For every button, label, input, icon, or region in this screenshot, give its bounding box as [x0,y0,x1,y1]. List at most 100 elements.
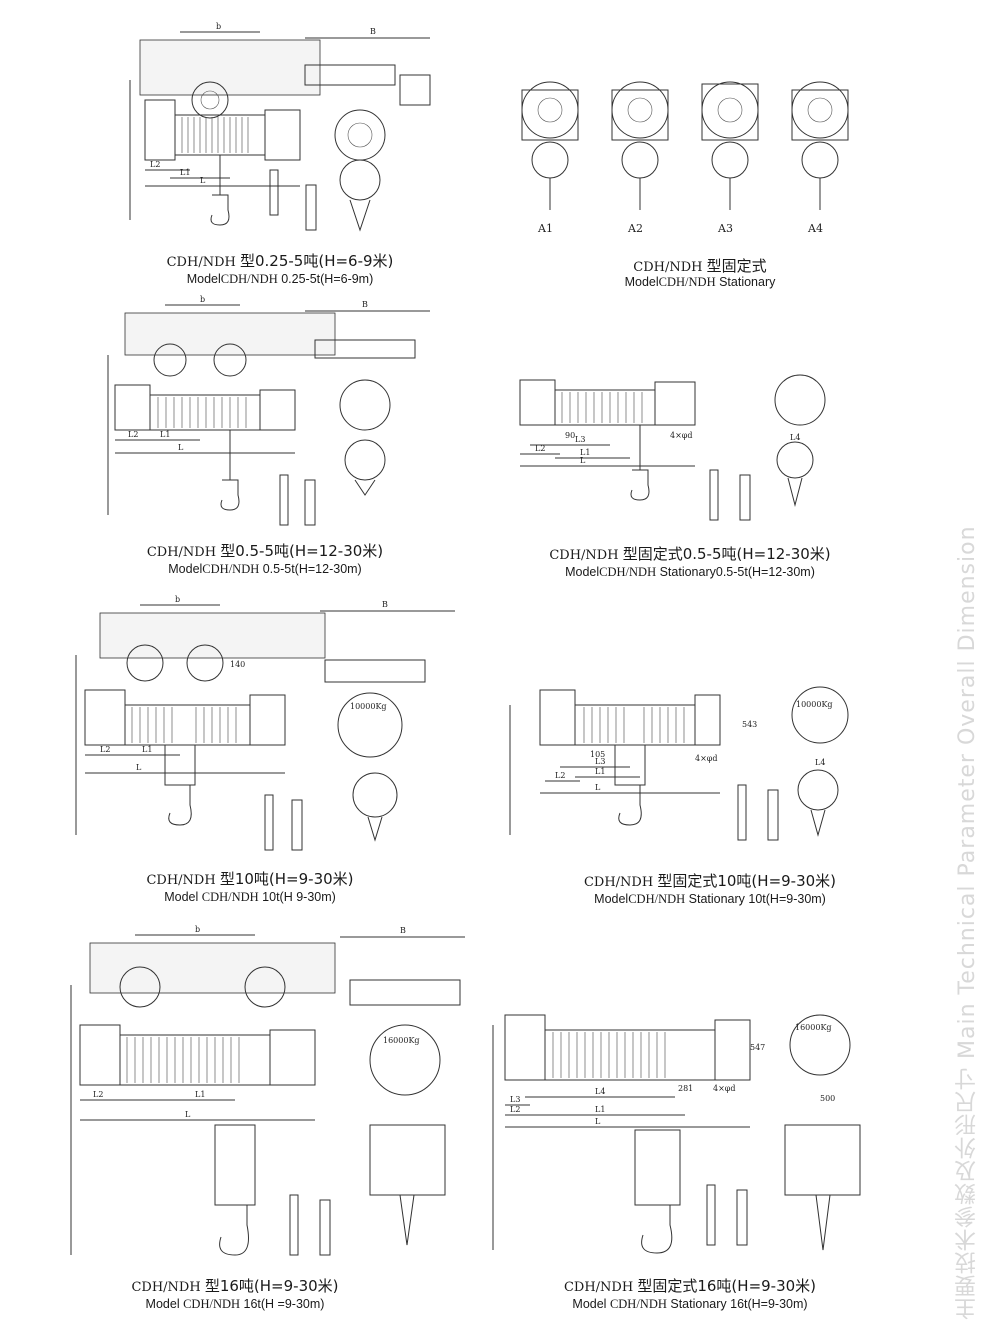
caption-zh: 型0.5-5吨(H=12-30米) [220,542,384,560]
subcaption-model: CDH/NDH [658,275,716,289]
trolley-wheel [153,343,187,377]
trolley-wheel [244,966,286,1008]
dim-l-label: L [595,1117,601,1126]
subcaption-cdh-stationary: ModelCDH/NDH Stationary [510,275,890,290]
caption-cdh-stationary-10t: CDH/NDH 型固定式10吨(H=9-30米) [500,870,920,891]
dim-B-label: B [400,926,406,935]
side-hook [367,816,383,842]
subcaption-model: CDH/NDH [628,892,686,906]
pendant-control [767,789,779,841]
hook [220,479,240,511]
variant-a3-label: A3 [717,222,733,235]
dim-l4-label: L4 [790,433,800,442]
drum-windings [131,707,237,743]
caption-zh: 型0.25-5吨(H=6-9米) [239,252,394,270]
caption-model: CDH/NDH [146,545,217,560]
dim-l3-label: L3 [510,1095,520,1104]
side-rail [349,979,461,1006]
panel-cdh-stationary-16t: 281 4×φd L4 L3 L2 L1 L 547 16000Kg 500 C… [485,1005,895,1320]
dim-547-label: 547 [750,1043,765,1052]
side-rail [324,659,426,683]
subcaption-prefix: Model [565,565,600,579]
dim-b-label: b [200,295,205,304]
dim-l1-label: L1 [180,168,190,177]
side-rail [314,339,416,359]
hook [630,469,650,501]
caption-zh: 型16吨(H=9-30米) [204,1277,339,1295]
pendant-control [289,1194,299,1256]
side-drum-circle [369,1024,441,1096]
caption-cdh-0-5-5t: CDH/NDH 型0.5-5吨(H=12-30米) [100,540,430,561]
subcaption-cdh-10t: Model CDH/NDH 10t(H 9-30m) [70,890,430,905]
caption-cdh-stationary-16t: CDH/NDH 型固定式16吨(H=9-30米) [485,1275,895,1296]
dim-l-label: L [580,456,586,465]
variant-a3 [701,81,759,210]
subcaption-model: CDH/NDH [183,1297,241,1311]
side-hook [399,1194,415,1246]
side-drum-circle [337,692,403,758]
gearbox [259,389,296,431]
caption-model: CDH/NDH [549,548,619,563]
hook [219,1204,249,1256]
rope-drum [149,394,261,431]
panel-cdh-0-5-5t: b L2 L1 L B CDH/NDH 型0.5-5吨(H=12-30米) [100,295,460,585]
side-drum-circle [774,374,826,426]
dim-l3-label: L3 [575,435,585,444]
trolley-wheel-hub [200,90,220,110]
subcaption-prefix: Model [572,1297,610,1311]
variant-a2 [611,81,669,210]
gearbox [694,694,721,746]
dim-281-label: 281 [678,1084,693,1093]
motor-housing [114,384,151,431]
hook-block [164,744,196,786]
pendant-control [269,169,279,216]
side-hook [815,1194,831,1251]
trolley-wheel [186,644,224,682]
dim-l2-label: L2 [555,771,565,780]
dim-l1-label: L1 [595,767,605,776]
variant-a4 [791,81,849,210]
dim-B-label: B [362,300,368,309]
rope-drum [124,704,251,746]
pendant-control [264,794,274,851]
dim-B-label: B [370,27,376,36]
caption-zh: 型固定式 [706,257,767,275]
side-hook-block [784,1124,861,1196]
rope-drum [574,704,696,746]
dim-l-label: L [200,176,206,185]
rope-drum [174,114,266,156]
caption-model: CDH/NDH [563,1280,634,1295]
side-watermark: 主要技术参数及外形尺寸 Main Technical Parameter Ove… [955,525,980,1320]
panel-cdh-stationary: A1 A2 A3 A4 CDH/NDH 型固定式 ModelCDH/NDH St… [510,70,890,290]
subcaption-prefix: Model [168,562,203,576]
motor-housing [519,379,556,426]
caption-model: CDH/NDH [583,875,654,890]
gearbox [264,109,301,161]
i-beam-rail [139,39,321,96]
dim-l3-label: L3 [595,757,605,766]
dim-l1-label: L1 [160,430,170,439]
dim-l-label: L [136,763,142,772]
trolley-wheel [119,966,161,1008]
motor-housing [504,1014,546,1081]
rope-drum [119,1034,271,1086]
drum-windings [583,707,685,743]
drum-windings [552,1032,666,1078]
gearbox [269,1029,316,1086]
panel-cdh-stationary-10t: 105 4×φd L3 L2 L1 L 543 10000Kg L4 CDH/N… [500,685,900,915]
motor-housing [144,99,176,161]
subcaption-rest: 0.25-5t(H=6-9m) [277,272,374,286]
drum-windings [181,117,249,153]
caption-model: CDH/NDH [166,255,236,270]
gearbox [249,694,286,746]
variant-a1 [521,81,579,210]
caption-zh: 型固定式0.5-5吨(H=12-30米) [622,545,831,563]
dim-l4-label: L4 [815,758,825,767]
pendant-control [291,799,303,851]
subcaption-model: CDH/NDH [220,272,278,286]
side-hook [787,477,803,507]
side-drum-circle [789,1014,851,1076]
drum-windings [126,1037,240,1083]
caption-cdh-10t: CDH/NDH 型10吨(H=9-30米) [70,868,430,889]
pendant-control [279,474,289,526]
